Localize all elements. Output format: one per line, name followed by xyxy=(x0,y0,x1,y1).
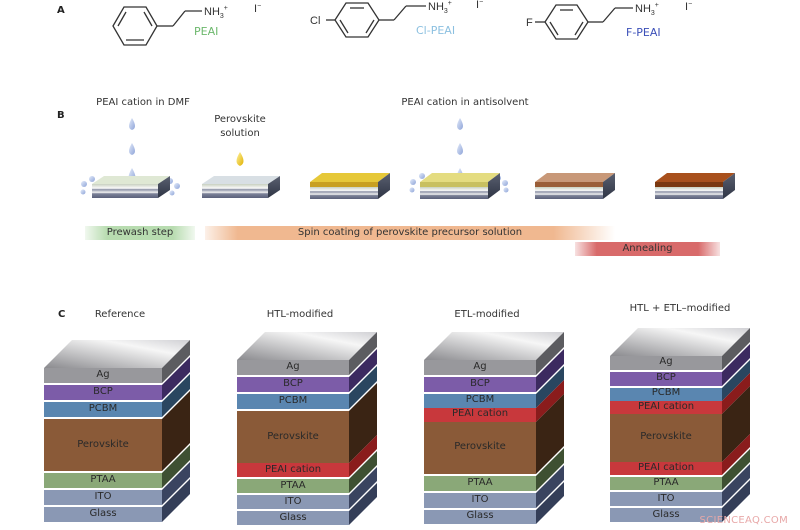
svg-text:I−: I− xyxy=(254,3,261,15)
layer-label: Perovskite xyxy=(640,431,692,442)
svg-text:I−: I− xyxy=(685,1,692,13)
f-peai-structure-icon: F NH3+ I− xyxy=(526,1,692,40)
svg-text:I−: I− xyxy=(476,0,483,11)
stack-title-htl-etl: HTL + ETL–modified xyxy=(629,303,731,314)
step-spin-coating-label: Spin coating of perovskite precursor sol… xyxy=(297,227,523,238)
watermark: SCIENCEAQ.COM xyxy=(699,515,788,526)
substrate-3 xyxy=(310,173,390,199)
step-prewash-label: Prewash step xyxy=(106,227,174,238)
layer-label: ITO xyxy=(471,494,489,505)
layer-label: Ag xyxy=(659,356,673,367)
substrate-1 xyxy=(92,176,170,198)
layer-label: ITO xyxy=(657,493,675,504)
layer-label: Glass xyxy=(466,510,494,521)
cl-substituent: Cl xyxy=(310,15,320,27)
substrate-5 xyxy=(535,173,615,199)
substrate-6 xyxy=(655,173,735,199)
stack-title-htl: HTL-modified xyxy=(266,309,334,320)
layer-label: PTAA xyxy=(90,474,116,485)
stack-htl-etl-modified xyxy=(610,328,750,522)
step-annealing: Annealing xyxy=(575,242,720,256)
stack-title-reference: Reference xyxy=(94,309,146,320)
layer-label: PEAI cation xyxy=(451,408,509,419)
f-peai-label: F-PEAI xyxy=(626,26,661,39)
stack-etl-modified xyxy=(424,332,564,524)
f-substituent: F xyxy=(526,17,533,29)
stack-reference xyxy=(44,340,190,522)
step-annealing-label: Annealing xyxy=(622,243,673,254)
perovskite-drop-icon xyxy=(236,152,244,166)
layer-label: Perovskite xyxy=(77,439,129,450)
caption-antisolvent: PEAI cation in antisolvent xyxy=(401,97,529,108)
layer-label: Ag xyxy=(473,361,487,372)
layer-label: Ag xyxy=(286,361,300,372)
layer-label: Ag xyxy=(96,369,110,380)
layer-label: BCP xyxy=(93,386,113,397)
layer-label: PEAI cation xyxy=(637,401,695,412)
process-illustration xyxy=(80,118,735,199)
molecule-peai: NH3+ I− PEAI xyxy=(105,0,285,52)
layer-label: BCP xyxy=(283,378,303,389)
substrate-4 xyxy=(420,173,500,199)
caption-perovskite-solution: Perovskite solution xyxy=(214,114,266,139)
peai-structure-icon: NH3+ I− xyxy=(112,3,261,46)
layer-label: PTAA xyxy=(653,477,679,488)
layer-label: PCBM xyxy=(88,403,118,414)
panel-c-letter: C xyxy=(58,309,66,320)
caption-dmf: PEAI cation in DMF xyxy=(96,97,190,108)
step-spin-coating: Spin coating of perovskite precursor sol… xyxy=(205,226,615,240)
substrate-2 xyxy=(202,176,280,198)
layer-label: BCP xyxy=(470,378,490,389)
layer-label: Perovskite xyxy=(267,431,319,442)
layer-label: PCBM xyxy=(465,394,495,405)
layer-label: PEAI cation xyxy=(264,464,322,475)
layer-label: PCBM xyxy=(278,395,308,406)
peai-label: PEAI xyxy=(194,25,219,38)
layer-label: PEAI cation xyxy=(637,462,695,473)
layer-label: ITO xyxy=(284,496,302,507)
panel-b-letter: B xyxy=(57,110,65,121)
stack-htl-modified xyxy=(237,332,377,525)
molecule-cl-peai: Cl NH3+ I− Cl-PEAI xyxy=(308,0,508,52)
layer-label: ITO xyxy=(94,491,112,502)
cl-peai-structure-icon: Cl NH3+ I− xyxy=(310,0,483,38)
layer-label: PCBM xyxy=(651,387,681,398)
molecule-f-peai: F NH3+ I− F-PEAI xyxy=(525,0,705,52)
panel-a-letter: A xyxy=(57,5,65,16)
layer-label: Glass xyxy=(652,509,680,520)
layer-label: Glass xyxy=(279,512,307,523)
layer-label: Glass xyxy=(89,508,117,519)
layer-label: Perovskite xyxy=(454,441,506,452)
step-prewash: Prewash step xyxy=(85,226,195,240)
cl-peai-label: Cl-PEAI xyxy=(416,24,456,37)
layer-label: BCP xyxy=(656,372,676,383)
layer-label: PTAA xyxy=(467,477,493,488)
layer-label: PTAA xyxy=(280,480,306,491)
stack-title-etl: ETL-modified xyxy=(454,309,520,320)
